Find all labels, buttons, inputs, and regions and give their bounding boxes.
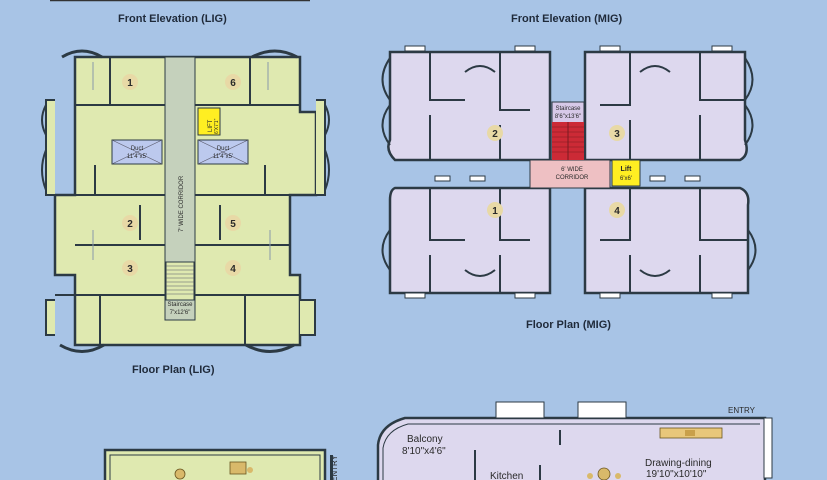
drawing-dining-label: Drawing-dining <box>645 458 712 469</box>
lig-lift: LIFT 6'X7'1" <box>197 107 221 136</box>
entry-left-label: ENTRY <box>330 454 339 480</box>
lig-elevation-caption: Front Elevation (LIG) <box>118 13 227 25</box>
svg-text:1: 1 <box>492 206 498 217</box>
mig-corridor-line2: CORRIDOR <box>556 175 589 181</box>
mig-staircase: Staircase 8'6"x13'6" <box>551 101 585 161</box>
lig-duct-right: Duct 11'4"x5' <box>197 139 249 165</box>
svg-text:5: 5 <box>230 219 236 230</box>
lig-lift-label: LIFT <box>208 119 214 132</box>
svg-text:2: 2 <box>492 129 498 140</box>
balcony-label: Balcony <box>407 434 443 445</box>
lig-corridor-label: 7' WIDE CORRIDOR <box>179 175 185 232</box>
drawing-dining-size: 19'10"x10'10" <box>646 469 707 480</box>
lig-plan-caption: Floor Plan (LIG) <box>132 364 215 376</box>
mig-staircase-label: Staircase <box>555 106 581 112</box>
mig-staircase-size: 8'6"x13'6" <box>555 114 581 120</box>
svg-text:11'4"x5': 11'4"x5' <box>213 154 233 160</box>
svg-text:4: 4 <box>230 264 236 275</box>
lig-staircase-label: Staircase <box>167 302 193 308</box>
svg-text:6: 6 <box>230 78 236 89</box>
svg-text:Duct: Duct <box>217 146 230 152</box>
svg-text:1: 1 <box>127 78 133 89</box>
mig-elevation-caption: Front Elevation (MIG) <box>511 13 623 25</box>
mig-lift-size: 6'x6' <box>620 176 632 182</box>
mig-plan-caption: Floor Plan (MIG) <box>526 319 611 331</box>
entry-right-label: ENTRY <box>728 406 756 415</box>
svg-text:3: 3 <box>614 129 620 140</box>
lig-lift-size: 6'X7'1" <box>214 118 220 134</box>
lig-unit-badges: 1 6 2 5 3 4 <box>122 74 241 276</box>
mig-lift-label: Lift <box>621 166 633 173</box>
bottom-left-plan: ENTRY <box>103 448 339 480</box>
svg-text:4: 4 <box>614 206 620 217</box>
mig-corridor-line1: 6' WIDE <box>561 167 583 173</box>
kitchen-label: Kitchen <box>490 471 523 480</box>
svg-text:11'4"x5': 11'4"x5' <box>127 154 147 160</box>
balcony-size: 8'10"x4'6" <box>402 446 446 457</box>
lig-floor-plan: 7' WIDE CORRIDOR Staircase 7'x12'6" Duct… <box>41 49 330 353</box>
mig-lift: Lift 6'x6' <box>611 159 641 187</box>
svg-text:2: 2 <box>127 219 133 230</box>
lig-staircase-size: 7'x12'6" <box>170 310 191 316</box>
lig-staircase: Staircase 7'x12'6" <box>165 261 195 316</box>
lig-duct-left: Duct 11'4"x5' <box>111 139 163 165</box>
bottom-right-plan: ENTRY Balcony 8'10"x4'6" Kitchen Drawing… <box>376 401 773 480</box>
svg-text:Duct: Duct <box>131 146 144 152</box>
mig-floor-plan: 6' WIDE CORRIDOR Staircase 8'6"x13'6" Li… <box>381 45 757 299</box>
mig-unit-badges: 2 3 1 4 <box>487 125 625 218</box>
svg-text:3: 3 <box>127 264 133 275</box>
